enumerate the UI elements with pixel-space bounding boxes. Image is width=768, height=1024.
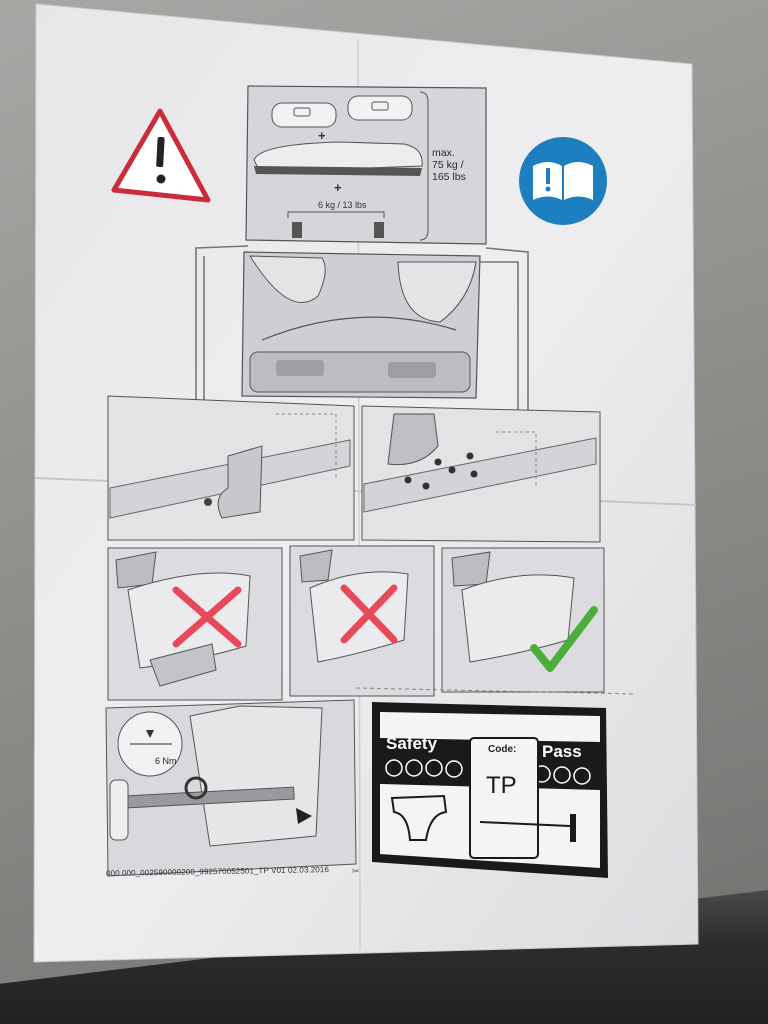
safety-pass-badge	[372, 702, 608, 878]
dashed-divider	[355, 687, 637, 695]
code-label: Code:	[488, 744, 517, 755]
code-value: TP	[486, 772, 517, 799]
torque-label: 6 Nm	[155, 756, 177, 766]
check-panel-wrong-1	[107, 547, 283, 701]
weight-line-2: 75 kg /	[432, 159, 464, 171]
bar-panel-right	[361, 405, 601, 543]
check-panel-wrong-2	[289, 545, 435, 697]
torque-panel	[105, 699, 357, 877]
scissor-mark: ✂	[352, 866, 360, 876]
svg-text:+: +	[334, 180, 342, 195]
weight-line-3: 165 lbs	[432, 171, 466, 183]
bar-panel-left	[107, 395, 355, 541]
cross-icon	[172, 586, 242, 648]
pass-label: Pass	[542, 742, 582, 761]
weight-line-1: max.	[432, 147, 455, 159]
read-manual-icon	[519, 137, 607, 225]
accessory-weight-label: 6 kg / 13 lbs	[318, 200, 367, 210]
load-diagram: + +	[245, 85, 487, 245]
warning-triangle-icon	[111, 108, 211, 203]
svg-text:+: +	[318, 128, 326, 143]
weight-limit-label: max. 75 kg / 165 lbs	[432, 147, 492, 183]
safety-label: Safety	[386, 734, 438, 753]
check-panel-correct	[441, 547, 605, 693]
checkmark-icon	[530, 606, 598, 672]
cross-icon	[340, 584, 398, 644]
mount-diagram	[241, 251, 481, 399]
